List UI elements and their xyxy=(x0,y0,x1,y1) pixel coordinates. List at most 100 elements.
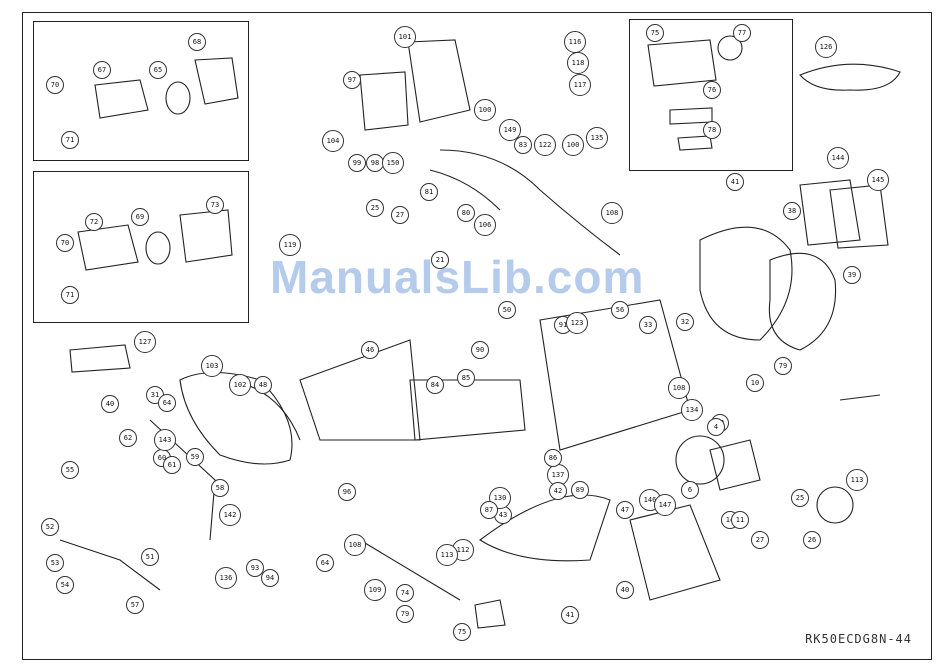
mid-callout-123: 123 xyxy=(566,312,588,334)
top-callout-81: 81 xyxy=(420,183,438,201)
mid-callout-4: 4 xyxy=(707,418,725,436)
top-callout-80: 80 xyxy=(457,204,475,222)
bottom-callout-40: 40 xyxy=(616,581,634,599)
bottom-callout-47: 47 xyxy=(616,501,634,519)
inset-b-callout-72: 72 xyxy=(85,213,103,231)
part-47-shroud xyxy=(479,494,611,562)
part-127-adapter xyxy=(69,344,131,373)
bottom-callout-109: 109 xyxy=(364,579,386,601)
top-callout-25: 25 xyxy=(366,199,384,217)
inset-c-callout-75: 75 xyxy=(646,24,664,42)
part-80-handlebar xyxy=(439,149,621,256)
mid-callout-10: 10 xyxy=(746,374,764,392)
part-103-seat-back xyxy=(179,371,293,465)
top-callout-135: 135 xyxy=(586,127,608,149)
top-callout-149: 149 xyxy=(499,119,521,141)
bottom-callout-27: 27 xyxy=(751,531,769,549)
top-callout-99: 99 xyxy=(348,154,366,172)
top-callout-145: 145 xyxy=(867,169,889,191)
part-flywheel xyxy=(675,435,725,485)
part-38-shroud xyxy=(699,226,793,341)
mid-callout-33: 33 xyxy=(639,316,657,334)
mid-callout-79: 79 xyxy=(774,357,792,375)
watermark: ManualsLib.com xyxy=(270,251,645,303)
bottom-callout-55: 55 xyxy=(61,461,79,479)
top-callout-116: 116 xyxy=(564,31,586,53)
part-147-cover xyxy=(629,504,721,601)
top-callout-119: 119 xyxy=(279,234,301,256)
mid-callout-84: 84 xyxy=(426,376,444,394)
bottom-callout-52: 52 xyxy=(41,518,59,536)
mid-callout-108: 108 xyxy=(668,377,690,399)
part-21-cable xyxy=(839,394,881,401)
bottom-callout-147: 147 xyxy=(654,494,676,516)
bottom-callout-11: 11 xyxy=(731,511,749,529)
bottom-callout-64: 64 xyxy=(316,554,334,572)
part-67-shroud xyxy=(94,79,149,119)
bottom-callout-108: 108 xyxy=(344,534,366,556)
inset-a-callout-71: 71 xyxy=(61,131,79,149)
mid-callout-61: 61 xyxy=(163,456,181,474)
part-144-panel xyxy=(799,179,861,246)
part-101-console-back xyxy=(407,39,471,123)
top-callout-100: 100 xyxy=(562,134,584,156)
mid-callout-113: 113 xyxy=(846,469,868,491)
inset-a-callout-65: 65 xyxy=(149,61,167,79)
top-callout-150: 150 xyxy=(382,152,404,174)
part-81-handlebar xyxy=(429,169,501,211)
top-callout-144: 144 xyxy=(827,147,849,169)
top-callout-38: 38 xyxy=(783,202,801,220)
part-77-gear xyxy=(717,35,743,61)
mid-callout-40: 40 xyxy=(101,395,119,413)
bottom-callout-86: 86 xyxy=(544,449,562,467)
inset-b-callout-69: 69 xyxy=(131,208,149,226)
part-84-rail xyxy=(409,379,526,441)
bottom-callout-89: 89 xyxy=(571,481,589,499)
part-76-pad xyxy=(669,107,713,125)
part-97-console xyxy=(359,71,409,131)
top-callout-106: 106 xyxy=(474,214,496,236)
part-72-shroud xyxy=(77,224,139,271)
part-46-frame xyxy=(299,339,421,441)
top-callout-101: 101 xyxy=(394,26,416,48)
bottom-callout-113: 113 xyxy=(436,544,458,566)
top-callout-117: 117 xyxy=(569,74,591,96)
mid-callout-103: 103 xyxy=(201,355,223,377)
bottom-callout-74: 74 xyxy=(396,584,414,602)
bottom-callout-94: 94 xyxy=(261,569,279,587)
top-callout-21: 21 xyxy=(431,251,449,269)
inset-a-callout-70: 70 xyxy=(46,76,64,94)
mid-callout-143: 143 xyxy=(154,429,176,451)
part-73-cap xyxy=(179,209,233,263)
mid-callout-58: 58 xyxy=(211,479,229,497)
mid-callout-56: 56 xyxy=(611,301,629,319)
inset-c-callout-78: 78 xyxy=(703,121,721,139)
bottom-callout-75: 75 xyxy=(453,623,471,641)
bottom-callout-26: 26 xyxy=(803,531,821,549)
top-callout-41: 41 xyxy=(726,173,744,191)
part-74-rail xyxy=(359,539,461,601)
bottom-callout-42: 42 xyxy=(549,482,567,500)
mid-callout-134: 134 xyxy=(681,399,703,421)
part-126-ring xyxy=(799,63,901,91)
bottom-callout-25: 25 xyxy=(791,489,809,507)
inset-c-callout-77: 77 xyxy=(733,24,751,42)
bottom-callout-93: 93 xyxy=(246,559,264,577)
top-callout-122: 122 xyxy=(534,134,556,156)
part-75-housing xyxy=(647,39,717,87)
bottom-callout-53: 53 xyxy=(46,554,64,572)
top-callout-118: 118 xyxy=(567,52,589,74)
mid-callout-85: 85 xyxy=(457,369,475,387)
top-callout-83: 83 xyxy=(514,136,532,154)
mid-callout-102: 102 xyxy=(229,374,251,396)
part-flywheel-cover xyxy=(709,439,761,491)
bottom-callout-136: 136 xyxy=(215,567,237,589)
mid-callout-59: 59 xyxy=(186,448,204,466)
mid-callout-90: 90 xyxy=(471,341,489,359)
bottom-callout-79: 79 xyxy=(396,605,414,623)
bottom-callout-57: 57 xyxy=(126,596,144,614)
mid-callout-32: 32 xyxy=(676,313,694,331)
top-callout-39: 39 xyxy=(843,266,861,284)
inset-a-callout-67: 67 xyxy=(93,61,111,79)
inset-c-callout-76: 76 xyxy=(703,81,721,99)
